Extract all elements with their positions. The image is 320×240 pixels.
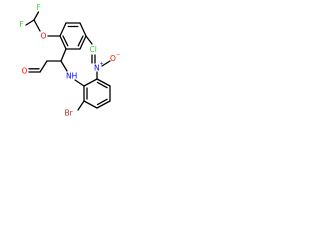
nitro-plus-label: + (100, 61, 104, 67)
nitro-oxygen-label: O (110, 54, 116, 63)
bond-ch-nh (60, 60, 68, 72)
bond-f-c (33, 11, 40, 21)
ether-oxygen-label: O (41, 32, 47, 41)
ring1-bond (59, 22, 67, 37)
atom-labels: F F O Cl O NH N + O − Br (20, 3, 121, 118)
ring2-inner-bond (96, 81, 108, 89)
nitro-minus-label: − (116, 52, 120, 58)
bond-n-o (101, 60, 111, 67)
ring2-inner-bond (96, 98, 108, 106)
bond-c-cl (85, 35, 93, 45)
fluorine-top-label: F (37, 3, 41, 12)
ring2-bond (83, 100, 98, 109)
bond-ring-ch (60, 48, 67, 62)
bond-f-c (25, 19, 35, 26)
ring1-bond (79, 35, 87, 50)
bonds (25, 11, 111, 111)
bromine-label: Br (65, 109, 74, 118)
bond-c-o (33, 19, 41, 32)
nitro-nitrogen-label: N (94, 64, 100, 73)
ring2-bond (96, 78, 111, 87)
ring1-bond (59, 35, 67, 50)
fluorine-left-label: F (20, 20, 24, 29)
molecule-structure: F F O Cl O NH N + O − Br (20, 3, 121, 118)
ring2-bond (96, 100, 111, 109)
ring1-inner-bond (62, 35, 69, 47)
ring1-inner-bond (77, 35, 84, 47)
bond-nh-ring (74, 79, 85, 87)
amine-label: NH (66, 72, 77, 81)
aldehyde-oxygen-label: O (22, 67, 28, 76)
bond-ch2-cho (39, 60, 48, 73)
ring1-bond (79, 22, 87, 37)
ring2-bond (83, 78, 98, 87)
chlorine-label: Cl (90, 45, 97, 54)
bond-c-br (77, 100, 85, 111)
